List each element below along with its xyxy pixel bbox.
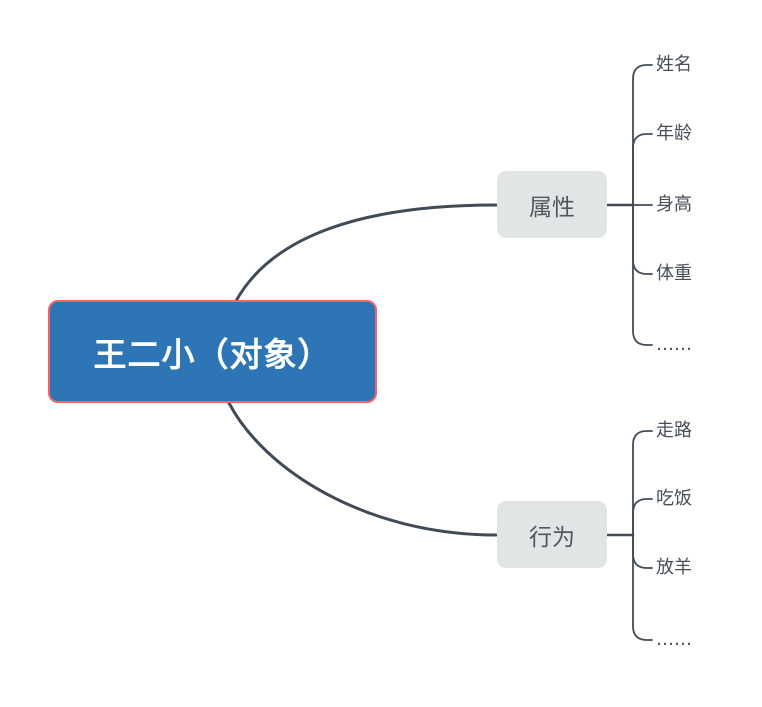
leaf-topic-height[interactable]: 身高 [656, 194, 692, 215]
leaf-topic-name[interactable]: 姓名 [656, 54, 692, 75]
leaf-topic-eat[interactable]: 吃饭 [656, 488, 692, 509]
branch-topic-behavior[interactable]: 行为 [497, 501, 607, 568]
leaf-topic-attrs-ellipsis[interactable]: …… [656, 334, 692, 355]
branch-topic-attributes[interactable]: 属性 [497, 171, 607, 238]
leaf-topic-walk[interactable]: 走路 [656, 420, 692, 441]
curve-root-to-behavior [227, 401, 498, 537]
curve-root-to-attrs [234, 203, 498, 303]
leaf-line-chifan [632, 498, 653, 536]
leaf-topic-behavior-ellipsis[interactable]: …… [656, 629, 692, 650]
leaf-line-attrs-more [632, 204, 653, 346]
leaf-topic-herd-sheep[interactable]: 放羊 [656, 557, 692, 578]
leaf-line-tizhong [632, 204, 653, 275]
leaf-line-fangyang [632, 534, 653, 569]
leaf-line-behavior-more [632, 534, 653, 641]
leaf-topic-age[interactable]: 年龄 [656, 123, 692, 144]
leaf-line-nianling [632, 133, 653, 206]
leaf-topic-weight[interactable]: 体重 [656, 263, 692, 284]
leaf-line-xingming [632, 64, 653, 206]
branch-topic-behavior-label: 行为 [529, 524, 575, 551]
root-topic[interactable]: 王二小（对象） [48, 300, 377, 403]
root-topic-label: 王二小（对象） [93, 334, 332, 374]
branch-topic-attributes-label: 属性 [529, 194, 575, 221]
leaf-line-zoulu [632, 430, 653, 536]
